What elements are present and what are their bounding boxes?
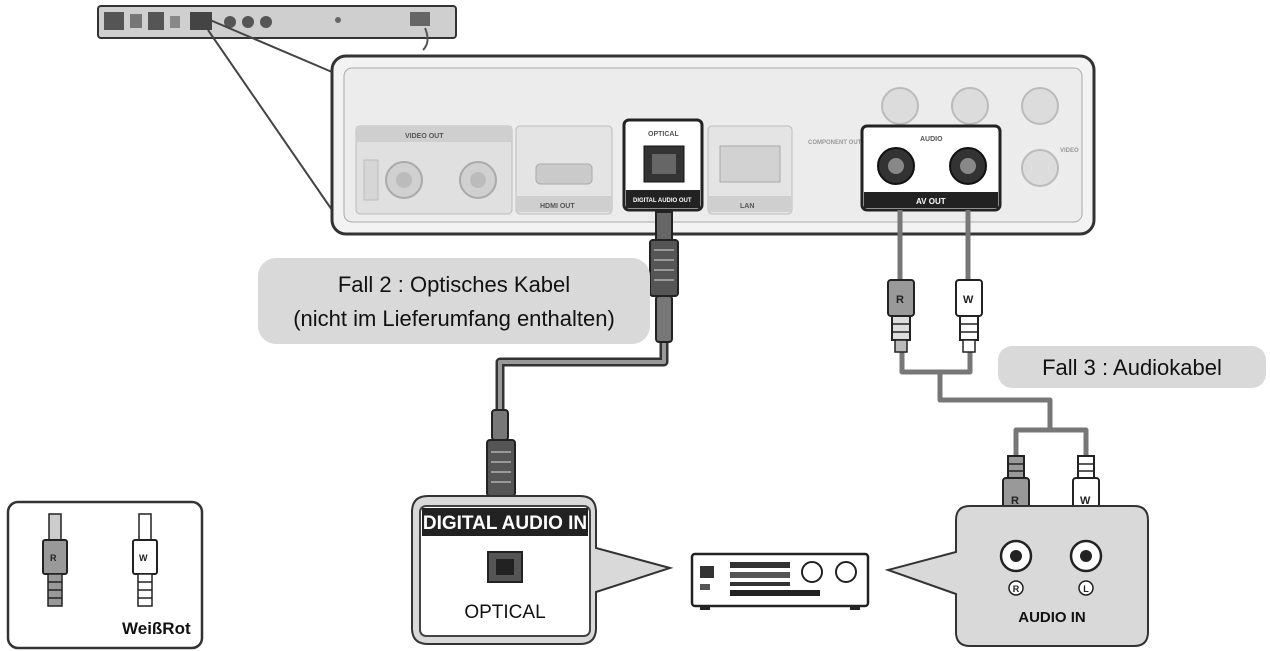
case2-bubble: Fall 2 : Optisches Kabel (nicht im Liefe…	[258, 258, 650, 344]
component-out-section: COMPONENT OUT VIDEO	[808, 87, 1079, 187]
digital-audio-out-section: OPTICAL DIGITAL AUDIO OUT	[622, 118, 704, 212]
legend-box: R W WeißRot	[6, 500, 204, 650]
hdmi-out-section: HDMI OUT	[515, 125, 613, 215]
digital-audio-out-label: DIGITAL AUDIO OUT	[633, 198, 692, 204]
player-device	[97, 5, 457, 51]
legend-plug-white-letter: W	[139, 553, 148, 563]
rear-panel: VIDEO OUT HDMI OUT OPTICAL DIGITAL AUDIO…	[330, 54, 1096, 236]
lan-section: LAN	[707, 125, 793, 215]
hdmi-out-label: HDMI OUT	[540, 203, 575, 210]
video-label: VIDEO	[1060, 148, 1079, 154]
optical-plug-top	[649, 211, 679, 343]
av-out-section: AUDIO AV OUT	[860, 124, 1002, 212]
zoom-lines	[195, 13, 333, 211]
left-channel-marker: L	[1083, 584, 1089, 594]
av-out-label: AV OUT	[916, 197, 946, 206]
case3-label: Fall 3 : Audiokabel	[1042, 355, 1222, 380]
plug-label-red-bottom: R	[1011, 495, 1019, 507]
audio-cable	[897, 210, 1089, 460]
digital-audio-in-label: DIGITAL AUDIO IN	[423, 513, 587, 534]
video-out-label: VIDEO OUT	[405, 133, 444, 140]
audio-label: AUDIO	[920, 136, 943, 143]
case2-line1: Fall 2 : Optisches Kabel	[338, 272, 570, 297]
right-channel-marker: R	[1013, 584, 1020, 594]
rca-plug-top-red: R	[887, 279, 915, 353]
optical-in-label: OPTICAL	[464, 602, 545, 623]
audio-in-label: AUDIO IN	[1018, 609, 1086, 626]
case3-bubble: Fall 3 : Audiokabel	[998, 346, 1266, 388]
case2-line2: (nicht im Lieferumfang enthalten)	[293, 306, 615, 331]
optical-top-label: OPTICAL	[648, 131, 679, 138]
component-out-label: COMPONENT OUT	[808, 140, 862, 146]
plug-label-white-bottom: W	[1080, 495, 1091, 507]
plug-label-white-top: W	[963, 294, 974, 306]
lan-label: LAN	[740, 203, 754, 210]
legend-text: WeißRot	[122, 619, 191, 638]
rca-plug-top-white: W	[955, 279, 983, 353]
legend-plug-red-letter: R	[50, 553, 57, 563]
audio-in-callout: R L AUDIO IN	[884, 505, 1149, 647]
av-receiver	[690, 552, 870, 610]
video-out-section: VIDEO OUT	[355, 125, 513, 215]
plug-label-red-top: R	[896, 294, 904, 306]
digital-audio-in-callout: DIGITAL AUDIO IN OPTICAL	[411, 495, 674, 645]
